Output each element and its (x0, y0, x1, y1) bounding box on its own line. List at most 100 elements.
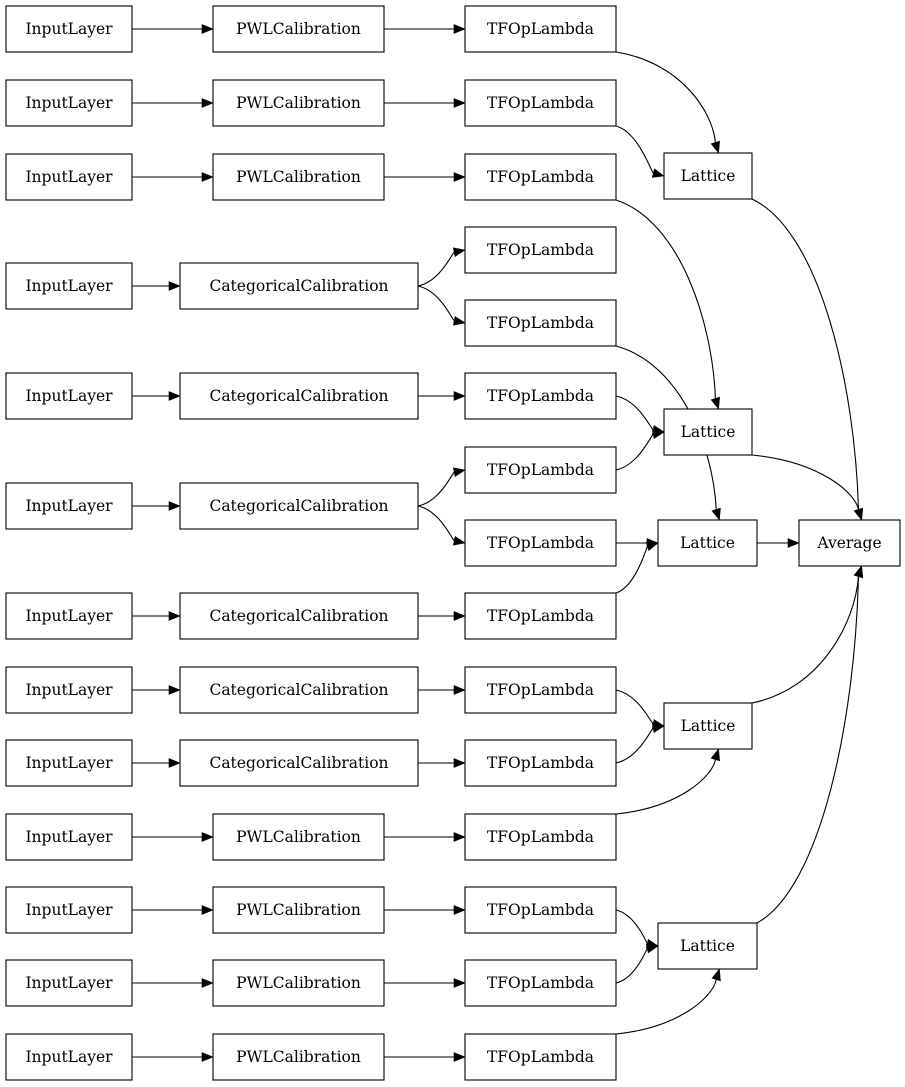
edge-line (751, 576, 860, 704)
node-lattice-lat3[interactable]: Lattice (657, 519, 758, 567)
node-pwlcalibration-cal1[interactable]: PWLCalibration (212, 5, 385, 53)
node-tfoplambda-op3[interactable]: TFOpLambda (464, 153, 617, 201)
edge-arrowhead (645, 943, 659, 954)
edge-op9-to-lat3 (615, 541, 659, 594)
node-tfoplambda-op12[interactable]: TFOpLambda (464, 813, 617, 861)
node-label: InputLayer (25, 20, 113, 38)
node-inputlayer-in2[interactable]: InputLayer (5, 79, 133, 127)
edge-in2-to-cal2 (132, 98, 214, 108)
edge-cal7-to-op9 (418, 611, 466, 621)
edge-in8-to-cal8 (132, 685, 181, 695)
node-pwlcalibration-cal2[interactable]: PWLCalibration (212, 79, 385, 127)
edge-in6-to-cal6 (132, 501, 181, 511)
node-inputlayer-in9[interactable]: InputLayer (5, 739, 133, 787)
node-lattice-lat5[interactable]: Lattice (657, 922, 758, 970)
node-average-avg[interactable]: Average (798, 519, 901, 567)
node-categoricalcalibration-cal7[interactable]: CategoricalCalibration (179, 592, 419, 640)
node-categoricalcalibration-cal9[interactable]: CategoricalCalibration (179, 739, 419, 787)
edge-op15-to-lat5 (615, 968, 721, 1035)
node-label: CategoricalCalibration (209, 681, 388, 699)
node-pwlcalibration-cal11[interactable]: PWLCalibration (212, 886, 385, 934)
node-inputlayer-in13[interactable]: InputLayer (5, 1033, 133, 1081)
node-inputlayer-in5[interactable]: InputLayer (5, 372, 133, 420)
node-categoricalcalibration-cal6[interactable]: CategoricalCalibration (179, 482, 419, 530)
node-tfoplambda-op11[interactable]: TFOpLambda (464, 739, 617, 787)
edge-arrowhead (201, 978, 214, 988)
node-lattice-lat4[interactable]: Lattice (663, 702, 753, 750)
edge-op7-to-lat2 (615, 429, 665, 471)
node-inputlayer-in12[interactable]: InputLayer (5, 959, 133, 1007)
node-inputlayer-in7[interactable]: InputLayer (5, 592, 133, 640)
node-box (212, 1033, 385, 1081)
edge-arrowhead (201, 832, 214, 842)
edge-lat3-to-avg (757, 538, 800, 548)
edge-arrowhead (853, 507, 864, 521)
node-box (5, 153, 133, 201)
node-box (464, 959, 617, 1007)
edge-arrowhead (453, 685, 466, 695)
node-categoricalcalibration-cal4[interactable]: CategoricalCalibration (179, 262, 419, 310)
node-box (212, 5, 385, 53)
node-tfoplambda-op4[interactable]: TFOpLambda (464, 226, 617, 274)
node-tfoplambda-op10[interactable]: TFOpLambda (464, 666, 617, 714)
node-tfoplambda-op9[interactable]: TFOpLambda (464, 592, 617, 640)
node-categoricalcalibration-cal8[interactable]: CategoricalCalibration (179, 666, 419, 714)
edge-arrowhead (651, 168, 665, 178)
node-box (179, 372, 419, 420)
node-inputlayer-in1[interactable]: InputLayer (5, 5, 133, 53)
edge-line (615, 546, 649, 594)
node-inputlayer-in3[interactable]: InputLayer (5, 153, 133, 201)
node-inputlayer-in4[interactable]: InputLayer (5, 262, 133, 310)
node-box (464, 1033, 617, 1081)
node-inputlayer-in10[interactable]: InputLayer (5, 813, 133, 861)
node-inputlayer-in11[interactable]: InputLayer (5, 886, 133, 934)
node-box (179, 262, 419, 310)
node-pwlcalibration-cal13[interactable]: PWLCalibration (212, 1033, 385, 1081)
edge-op2-to-lat1 (615, 125, 665, 178)
node-tfoplambda-op13[interactable]: TFOpLambda (464, 886, 617, 934)
node-label: InputLayer (25, 974, 113, 992)
edge-line (756, 576, 860, 924)
edge-op1-to-lat1 (615, 51, 720, 154)
node-tfoplambda-op6[interactable]: TFOpLambda (464, 372, 617, 420)
node-box (5, 666, 133, 714)
node-label: TFOpLambda (487, 20, 594, 38)
node-tfoplambda-op8[interactable]: TFOpLambda (464, 519, 617, 567)
node-pwlcalibration-cal12[interactable]: PWLCalibration (212, 959, 385, 1007)
node-label: PWLCalibration (236, 828, 361, 846)
edge-in12-to-cal12 (132, 978, 214, 988)
edge-line (615, 433, 654, 471)
node-label: InputLayer (25, 754, 113, 772)
node-tfoplambda-op1[interactable]: TFOpLambda (464, 5, 617, 53)
node-label: InputLayer (25, 94, 113, 112)
edge-arrowhead (453, 24, 466, 34)
node-box (464, 592, 617, 640)
edge-arrowhead (711, 507, 721, 521)
node-lattice-lat2[interactable]: Lattice (663, 408, 753, 456)
node-pwlcalibration-cal10[interactable]: PWLCalibration (212, 813, 385, 861)
node-box (464, 446, 617, 494)
node-tfoplambda-op5[interactable]: TFOpLambda (464, 299, 617, 347)
node-inputlayer-in6[interactable]: InputLayer (5, 482, 133, 530)
edge-arrowhead (168, 611, 181, 621)
node-tfoplambda-op15[interactable]: TFOpLambda (464, 1033, 617, 1081)
node-box (663, 152, 753, 200)
node-box (464, 299, 617, 347)
node-lattice-lat1[interactable]: Lattice (663, 152, 753, 200)
node-tfoplambda-op2[interactable]: TFOpLambda (464, 79, 617, 127)
node-tfoplambda-op7[interactable]: TFOpLambda (464, 446, 617, 494)
node-categoricalcalibration-cal5[interactable]: CategoricalCalibration (179, 372, 419, 420)
node-label: PWLCalibration (236, 20, 361, 38)
node-box (464, 519, 617, 567)
node-label: PWLCalibration (236, 1048, 361, 1066)
node-pwlcalibration-cal3[interactable]: PWLCalibration (212, 153, 385, 201)
node-tfoplambda-op14[interactable]: TFOpLambda (464, 959, 617, 1007)
edge-arrowhead (453, 611, 466, 621)
node-label: TFOpLambda (487, 314, 594, 332)
node-box (179, 592, 419, 640)
edge-line (417, 471, 455, 507)
edge-lat5-to-avg (756, 565, 864, 924)
edge-lat4-to-avg (751, 565, 864, 704)
node-inputlayer-in8[interactable]: InputLayer (5, 666, 133, 714)
node-box (5, 813, 133, 861)
